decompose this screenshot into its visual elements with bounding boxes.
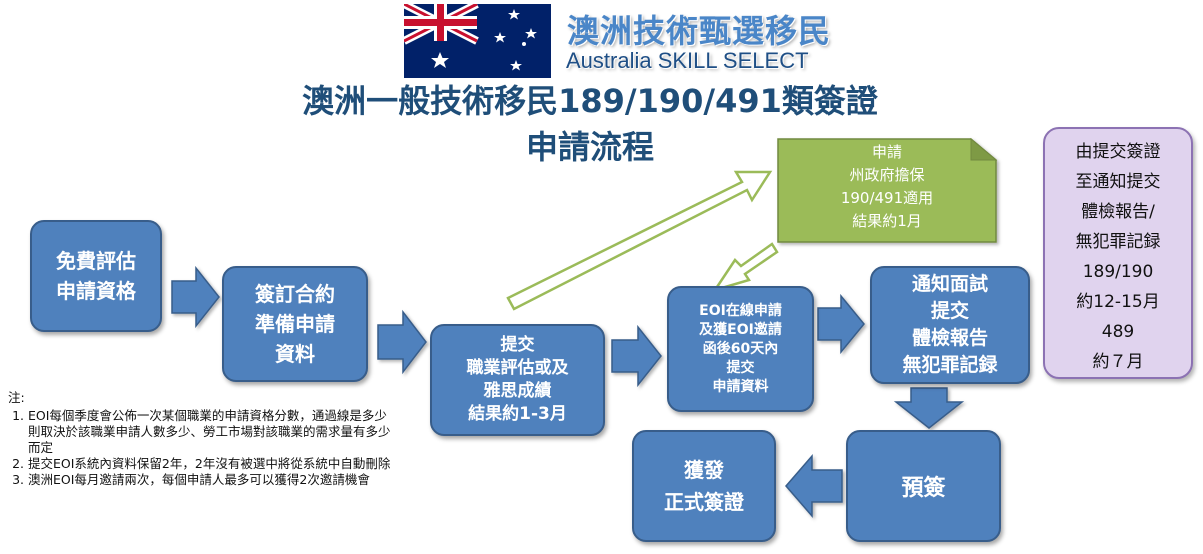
notes-heading: 注: [8,390,25,405]
step-label: 雅思成績 [483,381,552,401]
note-item: EOI每個季度會公佈一次某個職業的申請資格分數，通過線是多少則取決於該職業申請人… [28,408,398,456]
state-line-3: 190/491適用 [840,189,934,207]
step-label: 結果約1-3月 [468,404,567,424]
step-free-assessment: 免費評估 申請資格 [30,220,162,332]
arrow-down-1 [893,387,965,429]
step-label: 免費評估 [56,249,136,273]
page-subtitle: 申請流程 [525,128,654,166]
step-submit-assessment: 提交 職業評估或及 雅思成績 結果約1-3月 [430,324,605,436]
arrow-right-2 [377,309,427,375]
brand-name-zh: 澳洲技術甄選移民 [567,12,832,50]
state-line-4: 結果約1月 [852,212,922,230]
step-label: 提交 [500,335,535,355]
step-label: 資料 [275,342,315,366]
australia-flag-icon [404,4,551,78]
step-label: 體檢報告 [911,327,988,349]
step-label: 及獲EOI邀請 [699,321,782,338]
state-sponsorship-text: 申請 州政府擔保 190/491適用 結果約1月 [778,141,996,233]
note-line: 489 [1101,322,1135,342]
note-item: 提交EOI系統內資料保留2年，2年沒有被選中將從系統中自動刪除 [28,456,398,472]
note-line: 約７月 [1092,352,1144,372]
step-interview: 通知面試 提交 體檢報告 無犯罪記録 [870,266,1030,384]
page-title: 澳洲一般技術移民189/190/491類簽證 [302,82,878,120]
step-label: 正式簽證 [664,490,744,514]
note-line: 無犯罪記録 [1075,232,1161,252]
step-label: 獲發 [684,458,724,482]
step-label: 職業評估或及 [466,358,569,378]
step-label: 通知面試 [911,273,988,295]
notes-section: 注: EOI每個季度會公佈一次某個職業的申請資格分數，通過線是多少則取決於該職業… [8,390,398,488]
step-label: 函後60天內 [702,340,779,357]
arrow-right-3 [611,324,662,388]
step-eoi: EOI在線申請 及獲EOI邀請 函後60天內 提交 申請資料 [667,286,814,412]
step-visa-grant: 獲發 正式簽證 [632,430,776,542]
step-label: 提交 [930,300,969,322]
arrow-right-4 [817,293,865,355]
step-label: 簽訂合約 [255,282,335,306]
step-sign-contract: 簽訂合約 準備申請 資料 [222,266,368,382]
note-line: 由提交簽證 [1075,142,1161,162]
arrow-to-state-icon [506,170,773,311]
arrow-from-state-icon [712,242,779,293]
note-line: 體檢報告/ [1081,202,1155,222]
step-label: 提交 [726,359,755,376]
arrow-right-1 [171,265,220,329]
step-label: 準備申請 [255,312,335,336]
processing-time-note: 由提交簽證 至通知提交 體檢報告/ 無犯罪記録 189/190 約12-15月 … [1043,127,1193,379]
step-label: 申請資料 [712,378,769,395]
note-line: 189/190 [1082,262,1154,282]
step-label: 申請資格 [56,279,136,303]
step-label: EOI在線申請 [699,302,782,319]
brand-name-en: Australia SKILL SELECT [566,48,809,73]
step-pre-visa: 預簽 [846,430,1001,542]
arrow-left-1 [785,453,843,519]
step-label: 無犯罪記録 [902,354,998,376]
state-line-1: 申請 [871,143,902,161]
notes-list: EOI每個季度會公佈一次某個職業的申請資格分數，通過線是多少則取決於該職業申請人… [8,408,398,488]
state-sponsorship-box [777,138,997,243]
state-line-2: 州政府擔保 [849,166,925,184]
note-line: 至通知提交 [1075,172,1161,192]
note-item: 澳洲EOI每月邀請兩次，每個申請人最多可以獲得2次邀請機會 [28,472,398,488]
note-line: 約12-15月 [1076,292,1160,312]
step-label: 預簽 [901,476,946,501]
